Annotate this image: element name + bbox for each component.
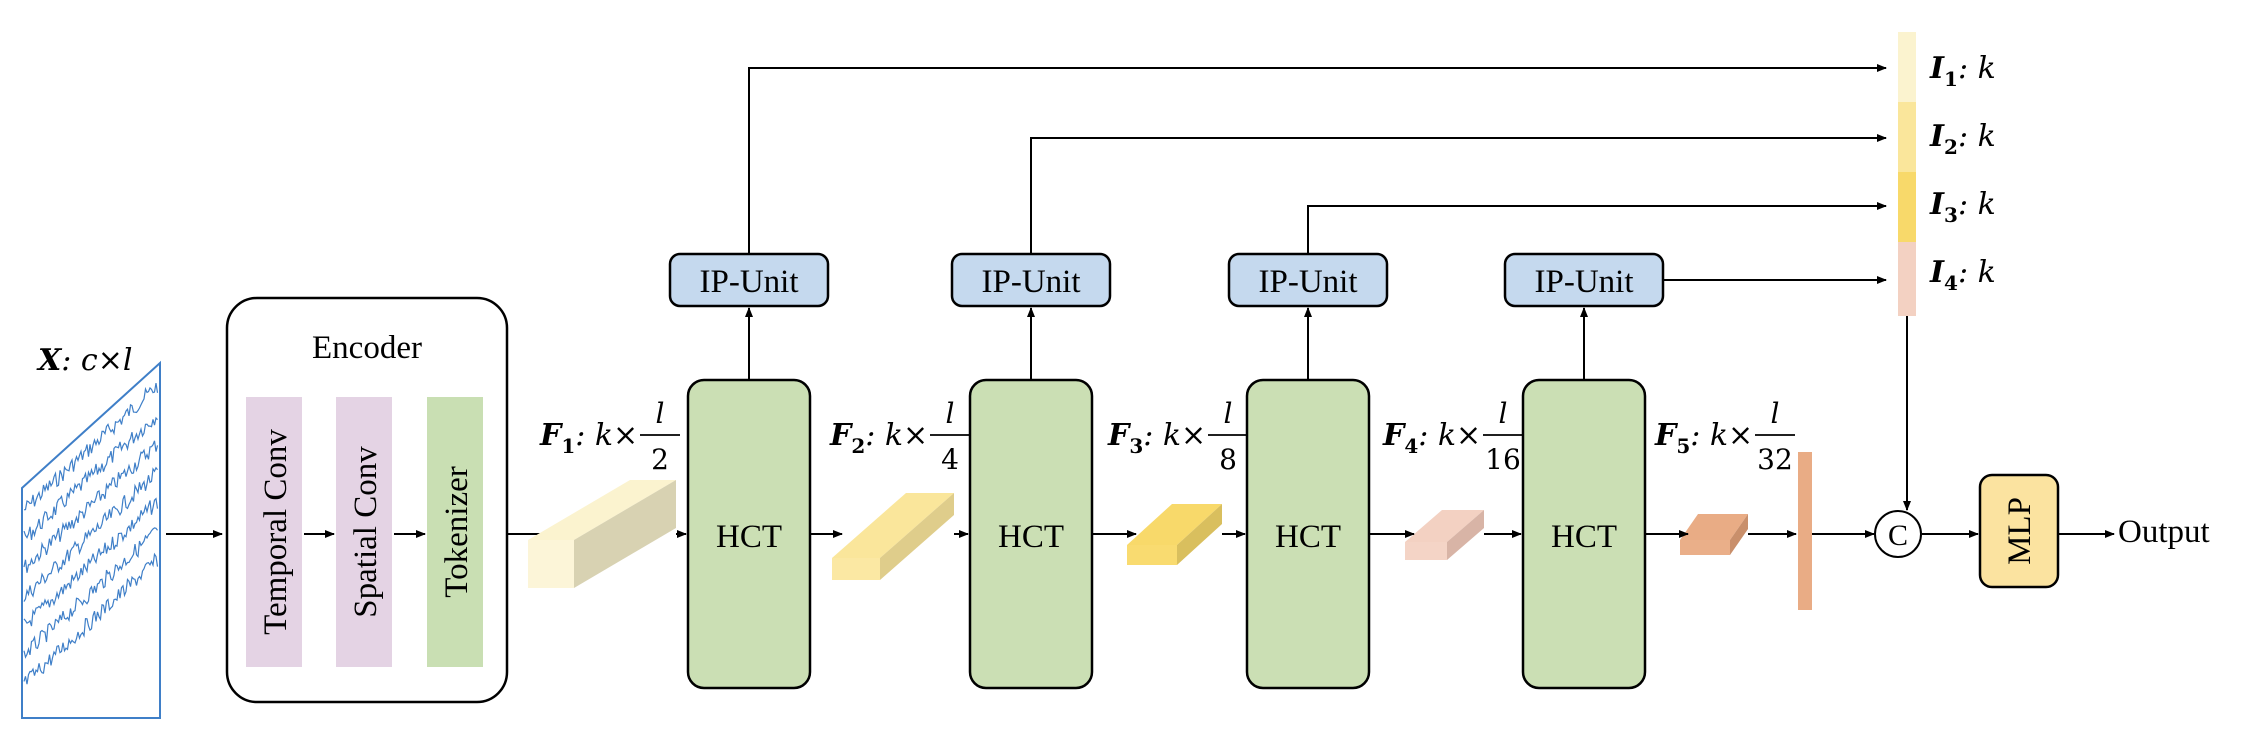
concat-label: C xyxy=(1888,519,1908,552)
hct-label-4: HCT xyxy=(1551,519,1617,555)
hct-label-2: HCT xyxy=(998,519,1064,555)
signal-trace xyxy=(23,383,159,511)
signal-trace xyxy=(23,497,159,627)
svg-text:32: 32 xyxy=(1757,443,1793,476)
feature-slab-2 xyxy=(832,493,954,580)
signal-trace xyxy=(23,416,158,540)
feature-slab-3 xyxy=(1127,504,1222,565)
signal-trace xyxy=(23,466,158,602)
mlp-label: MLP xyxy=(2002,497,2038,565)
concat-node xyxy=(1874,510,1922,558)
signal-trace xyxy=(23,552,159,685)
svg-text:l: l xyxy=(946,397,955,430)
feature-label-3: F3: k× l 8 xyxy=(1107,397,1248,476)
feature-labels: F1: k× l 2 F2: k× l 4 F3: k× l 8 F4: k× l 16 F5: k× l… xyxy=(539,397,1795,476)
hct-label-1: HCT xyxy=(716,519,782,555)
indicator-label-4: I4: k xyxy=(1929,255,1996,295)
svg-text:2: 2 xyxy=(651,443,669,476)
svg-text:8: 8 xyxy=(1219,443,1237,476)
encoder-title: Encoder xyxy=(312,330,422,366)
ip-unit-blocks xyxy=(668,252,1665,308)
tokenizer-block xyxy=(427,397,483,667)
indicator-label-1: I1: k xyxy=(1929,51,1996,91)
flattened-feature-bar xyxy=(1798,452,1812,610)
feature-slab-4 xyxy=(1405,510,1484,560)
indicator-label-3: I3: k xyxy=(1929,187,1996,227)
tokenizer-label: Tokenizer xyxy=(439,466,475,597)
svg-text:l: l xyxy=(1499,397,1508,430)
signal-waveforms xyxy=(23,383,159,685)
indicator-column xyxy=(1898,32,1916,316)
ip-to-indicator-arrows xyxy=(748,64,1887,284)
svg-text:16: 16 xyxy=(1485,443,1521,476)
svg-text:4: 4 xyxy=(941,443,959,476)
svg-text:l: l xyxy=(1771,397,1780,430)
signal-trace xyxy=(23,440,159,573)
hct-label-3: HCT xyxy=(1275,519,1341,555)
feature-label-1: F1: k× l 2 xyxy=(539,397,680,476)
indicator-label-2: I2: k xyxy=(1929,119,1996,159)
svg-text:F3: k×: F3: k× xyxy=(1107,418,1206,458)
svg-text:l: l xyxy=(1224,397,1233,430)
indicator-2 xyxy=(1898,102,1916,172)
mlp-block xyxy=(1978,473,2060,589)
ip-unit-label-3: IP-Unit xyxy=(1259,264,1358,300)
ip-unit-label-1: IP-Unit xyxy=(700,264,799,300)
svg-text:F1: k×: F1: k× xyxy=(539,418,638,458)
feature-slab-1 xyxy=(528,480,676,588)
svg-text:F2: k×: F2: k× xyxy=(829,418,928,458)
spatial-conv-label: Spatial Conv xyxy=(348,446,384,618)
output-label: Output xyxy=(2118,514,2210,550)
temporal-conv-label: Temporal Conv xyxy=(258,429,294,635)
input-signal xyxy=(21,360,161,719)
input-label: X: c×l xyxy=(36,343,132,378)
feature-label-2: F2: k× l 4 xyxy=(829,397,970,476)
signal-trace xyxy=(23,527,158,659)
indicator-4 xyxy=(1898,242,1916,316)
hct-to-ip-arrows xyxy=(745,307,1588,380)
spatial-conv-block xyxy=(336,397,392,667)
indicator-3 xyxy=(1898,172,1916,242)
svg-text:l: l xyxy=(656,397,665,430)
feature-slab-5 xyxy=(1680,514,1748,555)
svg-text:F5: k×: F5: k× xyxy=(1654,418,1753,458)
feature-label-4: F4: k× l 16 xyxy=(1382,397,1523,476)
temporal-conv-block xyxy=(246,397,302,667)
ip-unit-label-4: IP-Unit xyxy=(1535,264,1634,300)
indicator-labels: I1: k I2: k I3: k I4: k xyxy=(1929,51,1996,295)
indicator-1 xyxy=(1898,32,1916,102)
feature-label-5: F5: k× l 32 xyxy=(1654,397,1795,476)
ip-unit-label-2: IP-Unit xyxy=(982,264,1081,300)
svg-text:F4: k×: F4: k× xyxy=(1382,418,1481,458)
